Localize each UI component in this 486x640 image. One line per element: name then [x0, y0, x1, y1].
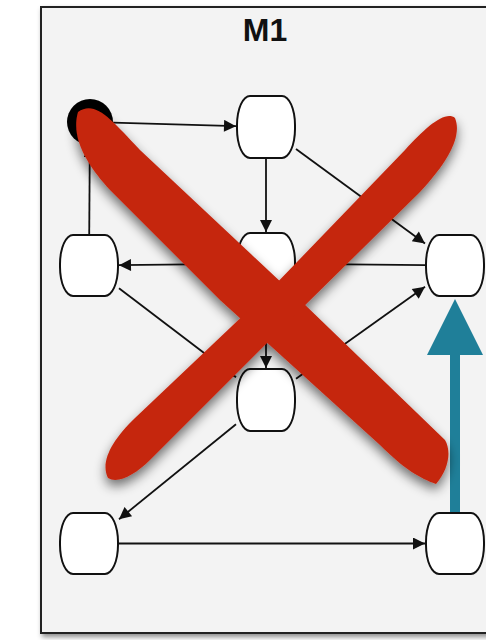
diagram-title: M1	[40, 12, 486, 48]
state-box	[236, 232, 296, 295]
transition-arrow	[113, 123, 236, 126]
cross-stroke	[76, 108, 448, 484]
transition-arrow	[265, 295, 267, 368]
cross-stroke	[106, 116, 457, 480]
transition-arrow	[88, 145, 90, 234]
highlight-arrow	[450, 355, 460, 512]
initial-state	[67, 99, 113, 145]
state-box	[425, 234, 485, 297]
transition-arrow	[296, 149, 425, 244]
transition-arrow	[119, 424, 236, 519]
transition-arrow	[265, 159, 267, 232]
transition-arrow	[119, 264, 236, 265]
red-cross-strokes	[76, 108, 457, 484]
state-box	[236, 95, 296, 159]
transition-arrow	[296, 264, 425, 265]
state-box	[236, 368, 296, 432]
state-box	[59, 234, 119, 297]
transition-arrow	[119, 288, 236, 377]
transition-arrow	[119, 543, 425, 545]
state-box	[425, 512, 485, 575]
state-box	[59, 512, 119, 575]
transition-arrow	[296, 287, 425, 379]
